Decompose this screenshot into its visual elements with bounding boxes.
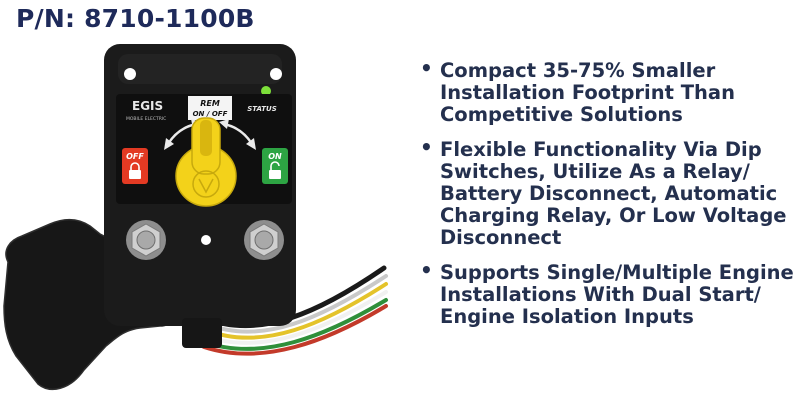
- arrowhead-icon: [246, 138, 256, 150]
- product-image: EGIS MOBILE ELECTRIC REM ON / OFF STATUS…: [3, 44, 388, 390]
- feature-line: Flexible Functionality Via Dip: [440, 138, 762, 161]
- feature-line: Installations With Dual Start/: [440, 283, 761, 306]
- lock-closed-icon: [129, 162, 141, 179]
- mounting-hole: [201, 235, 211, 245]
- feature-line: Engine Isolation Inputs: [440, 305, 694, 328]
- off-label: OFF: [126, 152, 144, 161]
- on-badge: [262, 148, 288, 184]
- status-label: STATUS: [247, 105, 277, 113]
- feature-line: Switches, Utilize As a Relay/: [440, 160, 750, 183]
- arrowhead-icon: [164, 138, 174, 150]
- status-led: [261, 86, 271, 96]
- rem-label: REM: [200, 99, 220, 108]
- mounting-hole: [124, 68, 136, 80]
- bullet-icon: •: [420, 135, 433, 159]
- feature-line: Disconnect: [440, 226, 562, 249]
- terminal-stud-right: [244, 220, 284, 260]
- terminal-stud-left: [126, 220, 166, 260]
- feature-line: Installation Footprint Than: [440, 81, 735, 104]
- egis-subtitle: MOBILE ELECTRIC: [126, 116, 166, 122]
- bullet-icon: •: [420, 56, 433, 80]
- on-off-label: ON / OFF: [193, 110, 228, 118]
- wire-harness: [202, 265, 388, 356]
- lock-open-icon: [269, 161, 281, 179]
- feature-line: Compact 35-75% Smaller: [440, 59, 716, 82]
- mounting-hole: [270, 68, 282, 80]
- feature-line: Supports Single/Multiple Engine: [440, 261, 794, 284]
- feature-line: Competitive Solutions: [440, 103, 683, 126]
- feature-line: Charging Relay, Or Low Voltage: [440, 204, 787, 227]
- egis-logo: EGIS: [132, 99, 163, 113]
- bullet-icon: •: [420, 258, 433, 282]
- manual-override-knob[interactable]: [175, 117, 237, 207]
- part-number-title: P/N: 8710-1100B: [16, 4, 255, 33]
- on-label: ON: [268, 152, 282, 161]
- off-badge: [122, 148, 148, 184]
- feature-line: Battery Disconnect, Automatic: [440, 182, 778, 205]
